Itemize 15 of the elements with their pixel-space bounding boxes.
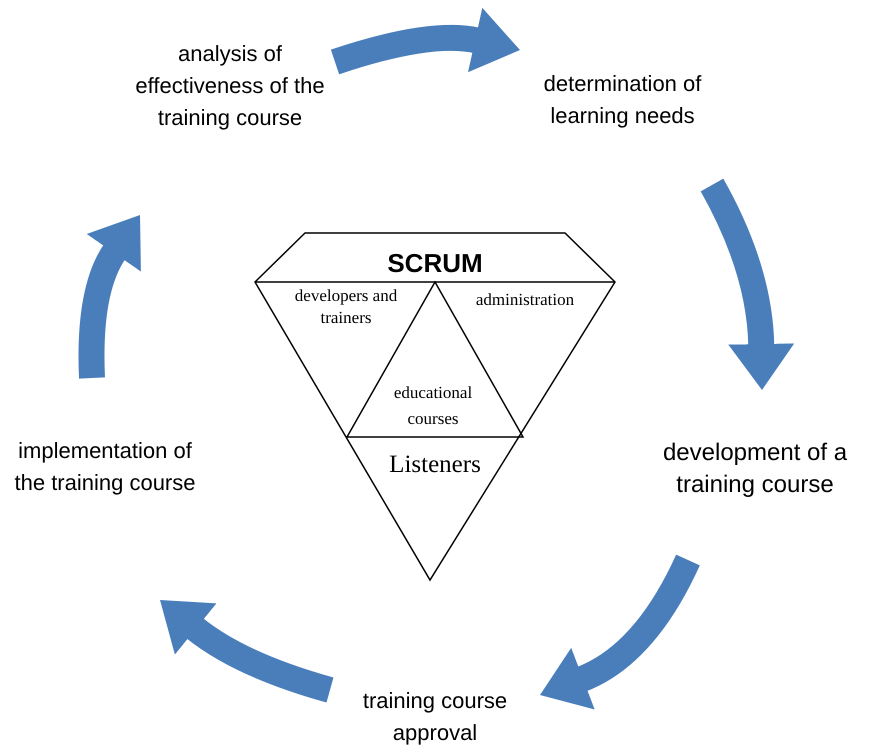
region-label: Listeners xyxy=(388,450,482,480)
diamond-title: SCRUM xyxy=(386,247,484,280)
cycle-arrow xyxy=(331,8,520,74)
step-label: determination of learning needs xyxy=(542,70,702,130)
step-label: analysis of effectiveness of the training course xyxy=(134,40,326,132)
region-label: developers and trainers xyxy=(294,285,398,329)
step-label: development of a training course xyxy=(662,438,848,500)
cycle-arrow xyxy=(700,178,794,390)
cycle-arrow xyxy=(540,554,700,709)
step-label: implementation of the training course xyxy=(14,437,196,497)
cycle-arrow xyxy=(78,214,142,378)
region-label: administration xyxy=(474,289,576,311)
cycle-arrow xyxy=(159,600,334,702)
region-label: educational courses xyxy=(392,382,474,430)
step-label: training course approval xyxy=(362,687,508,747)
